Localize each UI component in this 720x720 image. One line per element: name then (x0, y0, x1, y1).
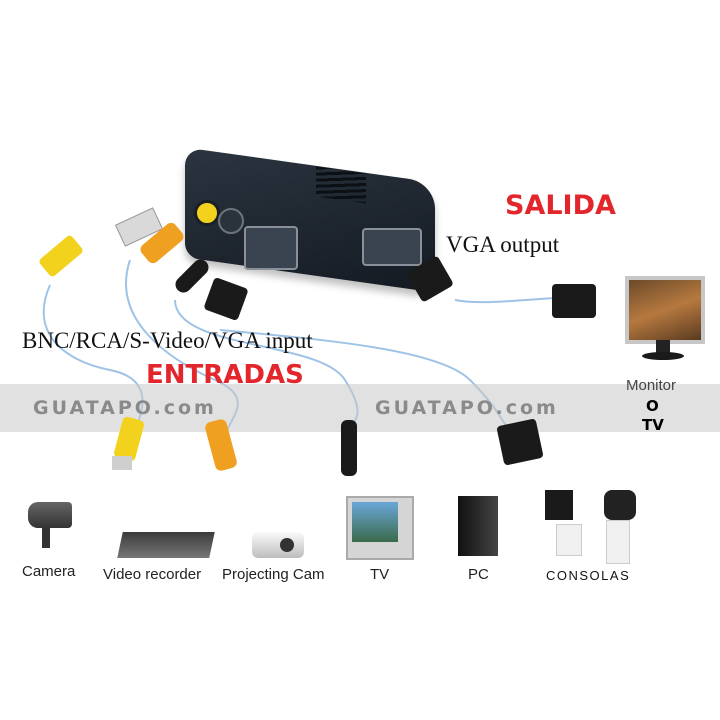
video-recorder-icon (117, 532, 215, 558)
device-label-camera: Camera (22, 563, 76, 580)
watermark-right: GUATAPO.com (375, 397, 559, 419)
or-label: O (646, 397, 659, 415)
projector-icon (252, 532, 304, 558)
wii-icon (556, 524, 582, 556)
vga-input-port (244, 226, 298, 270)
watermark-left: GUATAPO.com (33, 397, 217, 419)
monitor-stand (656, 340, 670, 354)
rca-input-port (194, 200, 220, 226)
svideo-plug-bottom (341, 420, 357, 476)
output-description: VGA output (446, 232, 560, 257)
input-description: BNC/RCA/S-Video/VGA input (22, 328, 313, 353)
device-label-consolas: CONSOLAS (546, 568, 631, 583)
monitor-icon (625, 276, 705, 344)
svideo-input-port (218, 208, 244, 234)
xbox-icon (606, 520, 630, 564)
psp-icon (604, 490, 636, 520)
bnc-tip (112, 456, 132, 470)
playstation-icon (545, 490, 573, 520)
tv-target-label: TV (642, 416, 664, 434)
device-label-projecting-cam: Projecting Cam (222, 566, 325, 583)
projector-lens (280, 538, 294, 552)
monitor-base (642, 352, 684, 360)
device-label-tv: TV (370, 566, 390, 583)
pc-tower-icon (458, 496, 498, 556)
camera-mount (42, 528, 50, 548)
device-label-pc: PC (468, 566, 489, 583)
watermark-band (0, 384, 720, 432)
vga-output-port (362, 228, 422, 266)
device-label-video-recorder: Video recorder (103, 566, 202, 583)
output-title: SALIDA (505, 190, 616, 221)
tv-screen (352, 502, 398, 542)
vga-plug-bottom (496, 418, 544, 466)
vga-monitor-plug (552, 284, 596, 318)
camera-icon (28, 502, 72, 528)
monitor-label: Monitor (626, 377, 677, 394)
